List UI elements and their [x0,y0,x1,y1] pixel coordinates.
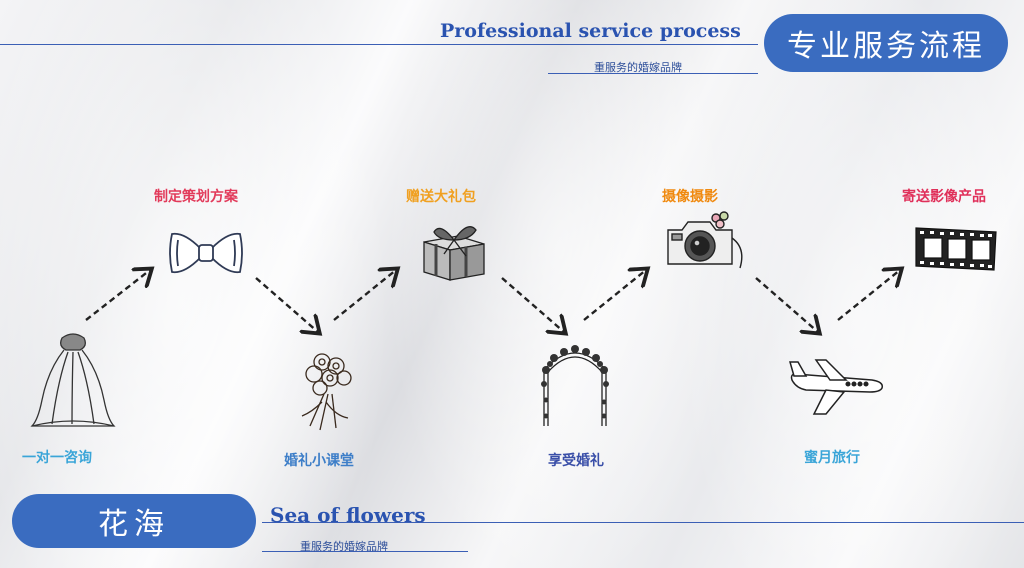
film-strip-icon [915,227,997,271]
step-label-1: 一对一咨询 [22,450,92,466]
flower-arch-icon [541,345,609,426]
veil-icon [30,333,116,427]
camera-icon [667,211,743,269]
gift-box-icon [423,226,485,281]
arrow-6 [755,277,818,332]
bow-tie-icon [169,232,243,274]
footer-brand: 花海 [98,507,170,542]
header-title-pill: 专业服务流程 [764,14,1008,72]
header-english-title: Professional service process [440,20,741,42]
step-label-6: 摄像摄影 [662,189,718,205]
step-label-3: 婚礼小课堂 [284,453,354,469]
step-label-4: 赠送大礼包 [406,189,476,205]
arrow-7 [837,270,900,321]
arrow-1 [85,270,150,321]
airplane-icon [789,359,884,415]
footer-english-title: Sea of flowers [270,503,426,527]
header-rule-top [0,44,758,45]
header-subtitle: 重服务的婚嫁品牌 [594,61,682,74]
footer-brand-pill: 花海 [12,494,256,548]
footer-rule-top [262,522,1024,523]
step-label-5: 享受婚礼 [548,453,604,469]
arrow-5 [583,270,646,321]
step-label-2: 制定策划方案 [154,189,238,205]
arrow-4 [501,277,564,332]
footer-rule-sub [262,551,468,552]
header-chinese-title: 专业服务流程 [787,29,985,64]
header-rule-sub [548,73,758,74]
footer-subtitle: 重服务的婚嫁品牌 [300,540,388,553]
step-label-8: 寄送影像产品 [902,189,986,205]
bouquet-icon [301,353,352,431]
step-label-7: 蜜月旅行 [804,450,860,466]
arrow-2 [255,277,318,332]
arrow-3 [333,270,396,321]
